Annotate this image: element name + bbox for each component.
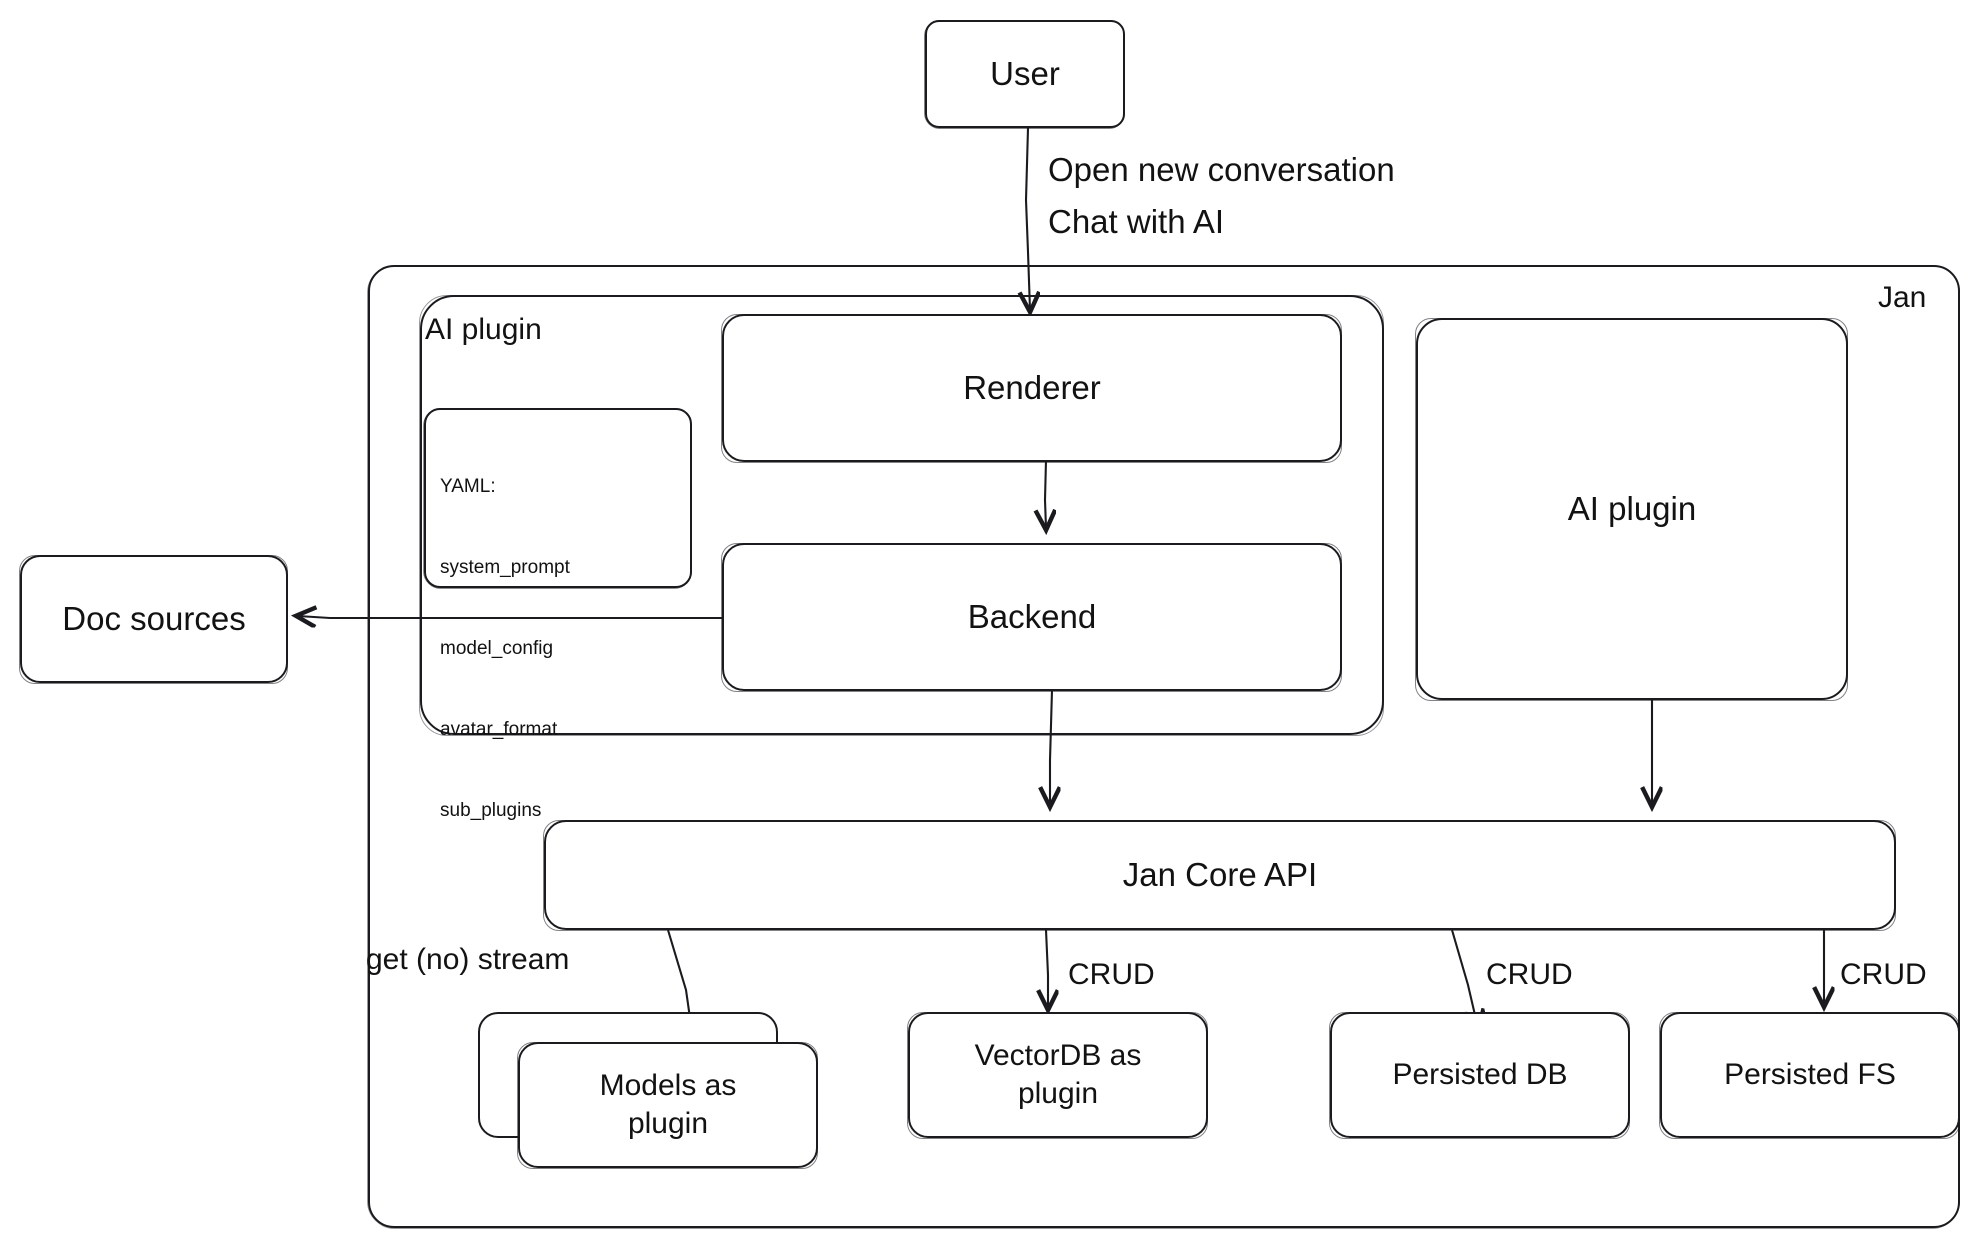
yaml-key-avatar-format: avatar_format [440,718,558,740]
edge-label-crud-persisted-fs: CRUD [1840,958,1927,991]
node-jan-core-api[interactable]: Jan Core API [543,820,1896,931]
edge-label-crud-vectordb: CRUD [1068,958,1155,991]
edge-label-open-new-conversation: Open new conversation [1048,151,1395,188]
node-models-as-plugin[interactable]: Models as plugin [517,1042,818,1169]
node-persisted-fs[interactable]: Persisted FS [1659,1012,1960,1139]
node-backend[interactable]: Backend [721,543,1342,692]
node-renderer-label: Renderer [963,368,1101,406]
node-vectordb-as-plugin[interactable]: VectorDB as plugin [907,1012,1208,1139]
edge-label-crud-persisted-db: CRUD [1486,958,1573,991]
node-persisted-fs-label: Persisted FS [1724,1057,1896,1091]
node-doc-sources-label: Doc sources [62,599,246,637]
node-models-as-plugin-label: Models as plugin [599,1068,737,1140]
jan-container-label: Jan [1878,281,1927,314]
edge-label-chat-with-ai: Chat with AI [1048,203,1225,240]
yaml-key-system-prompt: system_prompt [440,556,570,578]
node-user[interactable]: User [924,20,1125,129]
node-user-label: User [990,54,1060,92]
node-doc-sources[interactable]: Doc sources [19,555,288,684]
node-backend-label: Backend [967,597,1097,635]
yaml-header: YAML: [440,475,496,497]
node-persisted-db-label: Persisted DB [1392,1057,1568,1091]
node-ai-plugin-right-label: AI plugin [1567,489,1697,527]
yaml-config-box: YAML: system_prompt model_config avatar_… [423,408,692,821]
node-ai-plugin-right[interactable]: AI plugin [1415,318,1848,701]
yaml-key-model-config: model_config [440,637,554,659]
node-persisted-db[interactable]: Persisted DB [1329,1012,1630,1139]
edge-label-get-no-stream: get (no) stream [366,943,570,976]
node-vectordb-as-plugin-label: VectorDB as plugin [974,1038,1142,1110]
node-renderer[interactable]: Renderer [721,314,1342,463]
ai-plugin-container-label: AI plugin [425,313,542,346]
yaml-key-sub-plugins: sub_plugins [440,799,542,821]
node-jan-core-api-label: Jan Core API [1122,855,1318,893]
